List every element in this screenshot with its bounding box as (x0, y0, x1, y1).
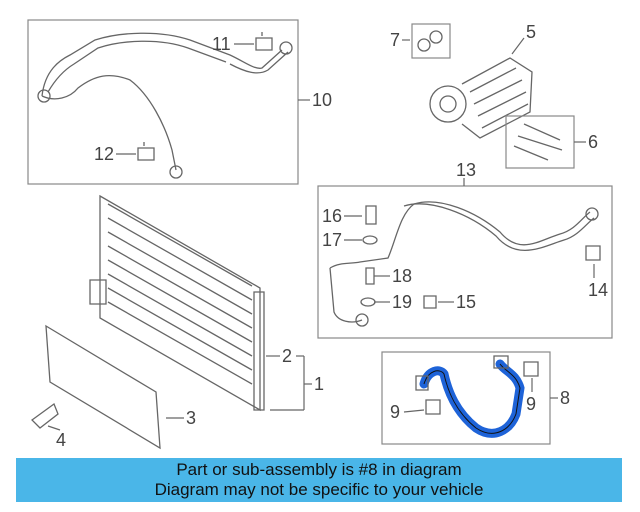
callout-7[interactable]: 7 (390, 30, 400, 50)
line-assembly-box-13 (317, 185, 613, 339)
hose-assembly-box-10 (27, 19, 299, 185)
suction-hose-10 (41, 32, 283, 171)
callout-3[interactable]: 3 (186, 408, 196, 428)
callout-13[interactable]: 13 (456, 160, 476, 180)
ac-compressor-5 (429, 57, 533, 139)
callout-18[interactable]: 18 (392, 266, 412, 286)
liquid-line-13 (329, 201, 591, 323)
liquid-line-13-outer (403, 203, 595, 252)
leader-9-left (403, 409, 425, 413)
callout-5[interactable]: 5 (526, 22, 536, 42)
callout-17[interactable]: 17 (322, 230, 342, 250)
oring-kit-box-7 (411, 23, 451, 59)
callout-10[interactable]: 10 (312, 90, 332, 110)
info-banner: Part or sub-assembly is #8 in diagram Di… (16, 458, 622, 502)
discharge-hose-8 (419, 359, 525, 438)
callout-6[interactable]: 6 (588, 132, 598, 152)
hose-fitting-8 (415, 375, 429, 391)
callout-9-left[interactable]: 9 (390, 402, 400, 422)
oring-17 (362, 235, 378, 245)
pressure-switch-16 (365, 205, 377, 225)
suction-hose-10-outer (47, 40, 289, 93)
clamp-9 (523, 361, 539, 377)
banner-line-1: Part or sub-assembly is #8 in diagram (176, 460, 462, 479)
hose-end-fitting (37, 89, 51, 103)
callout-15[interactable]: 15 (456, 292, 476, 312)
callout-19[interactable]: 19 (392, 292, 412, 312)
callout-8[interactable]: 8 (560, 388, 570, 408)
oring-7 (429, 30, 443, 44)
banner-line-2: Diagram may not be specific to your vehi… (154, 480, 484, 499)
clamp-11 (255, 32, 273, 51)
valve-18 (365, 267, 375, 285)
parts-diagram: 10 11 12 7 5 6 13 16 17 18 19 15 (27, 19, 613, 450)
oring-7 (417, 38, 431, 52)
line-end-fitting (355, 313, 369, 327)
callout-9-right[interactable]: 9 (526, 394, 536, 414)
discharge-hose-8-outline (423, 363, 521, 434)
line-end-fitting (585, 207, 599, 221)
hose-fitting-8 (493, 355, 509, 369)
callout-12[interactable]: 12 (94, 144, 114, 164)
leader-5 (511, 37, 525, 55)
hose-end-fitting (169, 165, 183, 179)
clamp-15 (423, 295, 437, 309)
leader-4 (47, 425, 61, 431)
callout-14[interactable]: 14 (588, 280, 608, 300)
hose-end-fitting (279, 41, 293, 55)
bolt-6 (513, 123, 563, 161)
callout-4[interactable]: 4 (56, 430, 66, 450)
clamp-14 (585, 245, 601, 261)
bolt-kit-box-6 (505, 115, 575, 169)
callout-2[interactable]: 2 (282, 346, 292, 366)
highlight-box-8 (381, 351, 551, 445)
clamp-9 (425, 399, 441, 415)
bracket-4 (31, 402, 59, 429)
oring-19 (360, 297, 376, 307)
clamp-12 (137, 142, 155, 161)
condenser-2 (89, 194, 265, 412)
callout-11[interactable]: 11 (212, 34, 231, 54)
callout-16[interactable]: 16 (322, 206, 342, 226)
seal-3 (45, 324, 161, 450)
callout-1[interactable]: 1 (314, 374, 324, 394)
